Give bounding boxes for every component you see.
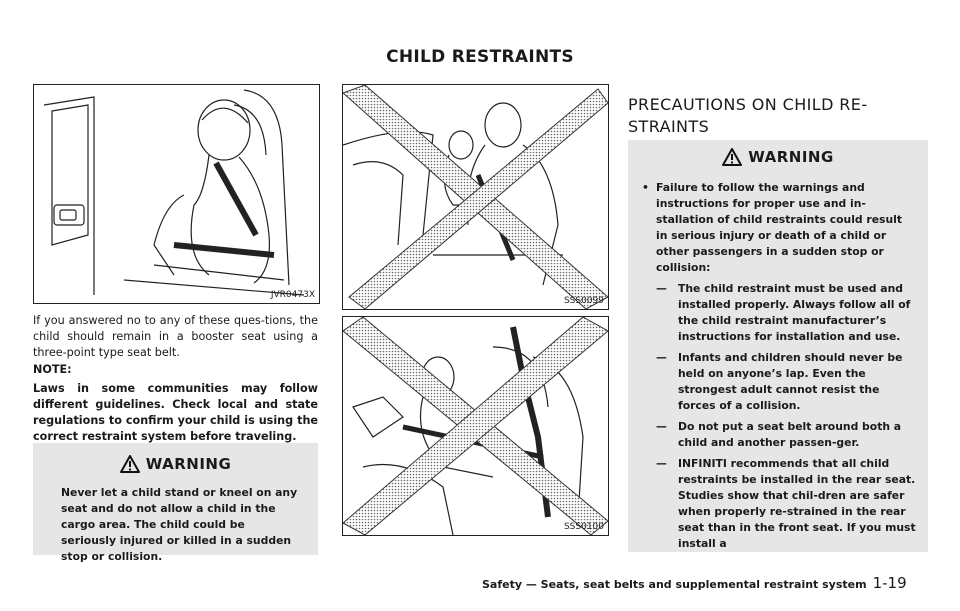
figure-booster-seat: JVR0473X [33, 84, 320, 304]
paragraph-booster: If you answered no to any of these ques-… [33, 314, 318, 359]
booster-seat-illustration [43, 89, 305, 296]
figure-sss0099: SSS0099 [342, 84, 609, 310]
bullet-text: Failure to follow the warnings and instr… [656, 181, 903, 274]
section-title: CHILD RESTRAINTS [386, 47, 574, 67]
figure-sss0100: SSS0100 [342, 316, 609, 536]
warning-bullet: Failure to follow the warnings and instr… [642, 180, 916, 552]
lap-restraint-prohibited-illustration [343, 85, 608, 309]
warning-box-left: WARNING Never let a child stand or kneel… [33, 443, 318, 563]
warning-title: WARNING [748, 148, 834, 166]
warning-title: WARNING [145, 455, 232, 473]
footer-text: Safety — Seats, seat belts and supplemen… [482, 578, 867, 591]
note-label: NOTE: [33, 363, 72, 376]
dash-item: —Do not put a seat belt around both a ch… [656, 420, 902, 449]
figure-code: SSS0099 [563, 296, 604, 306]
dash-text: Do not put a seat belt around both a chi… [678, 420, 902, 449]
figure-code: JVR0473X [270, 290, 315, 300]
warning-heading: WARNING [33, 455, 318, 473]
warning-list: Failure to follow the warnings and instr… [642, 180, 916, 552]
page-number: 1-19 [872, 574, 907, 592]
warning-triangle-icon [722, 148, 743, 166]
warning-text: Never let a child stand or kneel on any … [61, 486, 298, 563]
dash-item: —Infants and children should never be he… [656, 351, 903, 412]
dash-text: INFINITI recommends that all child restr… [678, 457, 916, 550]
dash-item: —The child restraint must be used and in… [656, 282, 911, 343]
dash-text: Infants and children should never be hel… [678, 351, 903, 412]
warning-triangle-icon [119, 455, 140, 473]
page-footer: Safety — Seats, seat belts and supplemen… [482, 574, 907, 592]
shared-belt-prohibited-illustration [343, 317, 608, 535]
dash-item: —INFINITI recommends that all child rest… [656, 457, 916, 550]
figure-code: SSS0100 [563, 522, 604, 532]
precautions-heading: PRECAUTIONS ON CHILD RE-STRAINTS [628, 95, 868, 136]
dash-text: The child restraint must be used and ins… [678, 282, 911, 343]
warning-body: Failure to follow the warnings and instr… [642, 180, 916, 552]
warning-heading: WARNING [628, 148, 928, 166]
note-text: Laws in some communities may follow diff… [33, 382, 318, 443]
warning-box-right: WARNING Failure to follow the warnings a… [628, 140, 928, 552]
